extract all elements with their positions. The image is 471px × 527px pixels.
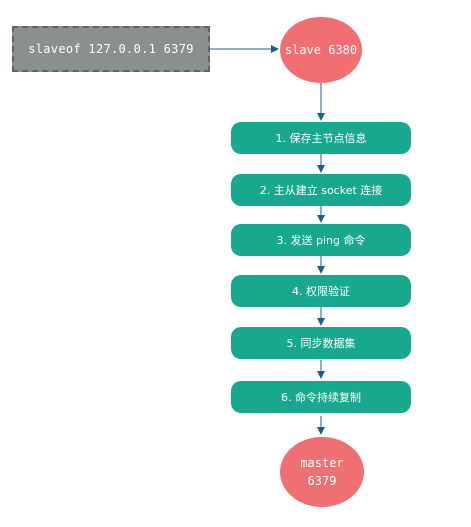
master-node-label: master 6379 [300, 456, 344, 488]
step-label: 4. 权限验证 [292, 285, 350, 298]
slave-node: slave 6380 [280, 17, 362, 83]
step-establish-socket: 2. 主从建立 socket 连接 [231, 174, 411, 206]
step-label: 6. 命令持续复制 [281, 391, 361, 404]
step-label: 2. 主从建立 socket 连接 [259, 184, 383, 197]
slaveof-command-box: slaveof 127.0.0.1 6379 [12, 26, 210, 72]
step-auth-verify: 4. 权限验证 [231, 275, 411, 307]
master-node: master 6379 [280, 437, 364, 507]
step-label: 5. 同步数据集 [286, 337, 356, 350]
slaveof-command-text: slaveof 127.0.0.1 6379 [28, 42, 194, 56]
step-continuous-replication: 6. 命令持续复制 [231, 381, 411, 413]
step-sync-dataset: 5. 同步数据集 [231, 327, 411, 359]
slave-node-label: slave 6380 [284, 43, 358, 57]
step-save-master-info: 1. 保存主节点信息 [231, 122, 411, 154]
step-label: 3. 发送 ping 命令 [276, 234, 366, 247]
step-send-ping: 3. 发送 ping 命令 [231, 224, 411, 256]
step-label: 1. 保存主节点信息 [275, 132, 367, 145]
